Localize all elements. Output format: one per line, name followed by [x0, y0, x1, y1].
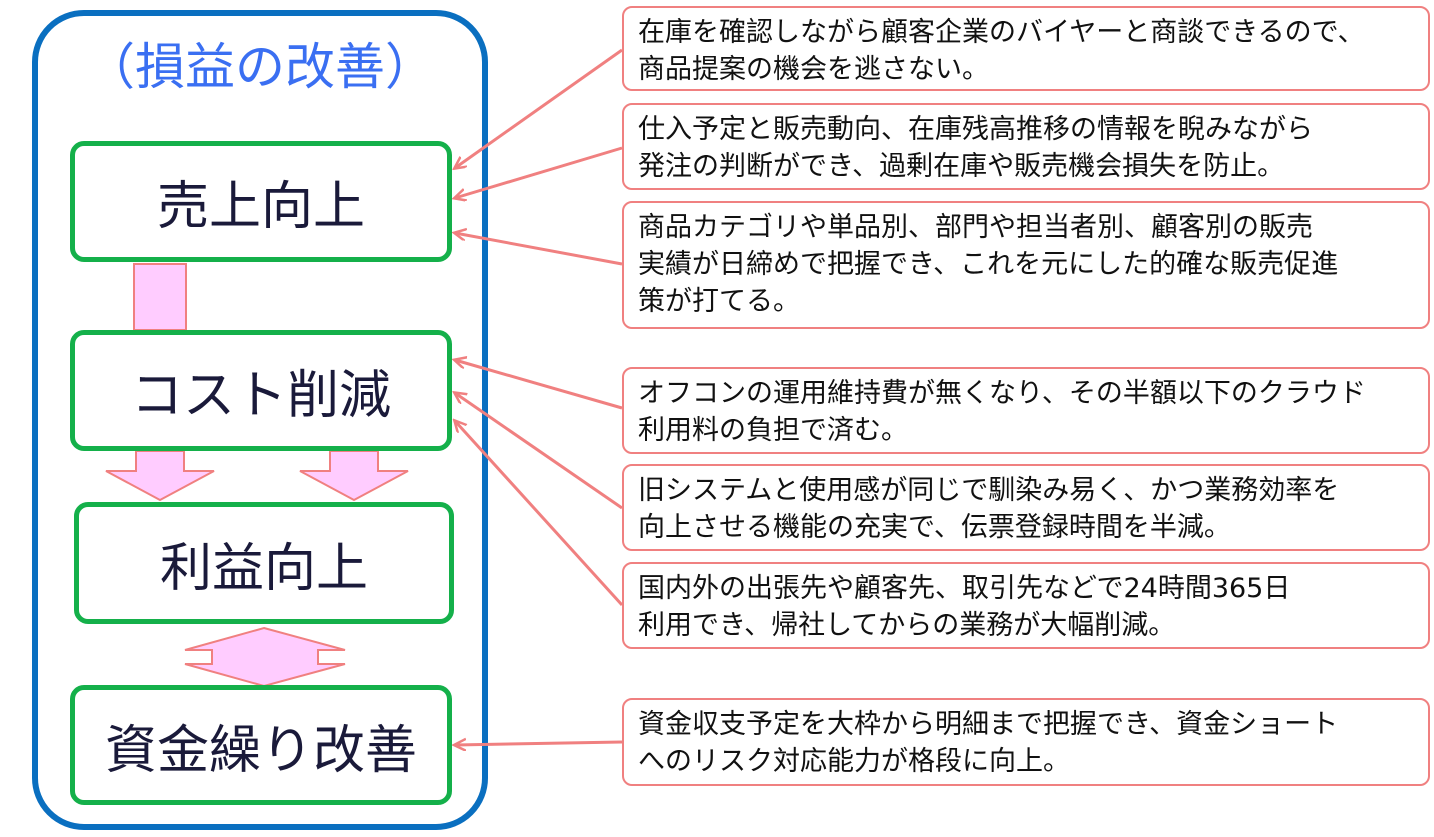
callout-5: 旧システムと使用感が同じで馴染み易く、かつ業務効率を 向上させる機能の充実で、伝…: [622, 464, 1430, 551]
callout-1: 在庫を確認しながら顧客企業のバイヤーと商談できるので、 商品提案の機会を逃さない…: [622, 6, 1430, 91]
cost-to-profit-down-arrow-left: [105, 450, 215, 502]
pointer-arrow-6: [455, 421, 624, 607]
pointer-arrow-3: [455, 233, 623, 266]
profit-improvement-frame: [32, 10, 488, 830]
frame-title: （損益の改善）: [85, 38, 435, 96]
callout-4: オフコンの運用維持費が無くなり、その半額以下のクラウド 利用料の負担で済む。: [622, 367, 1430, 454]
stage-cashflow-improvement: 資金繰り改善: [70, 685, 452, 805]
pointer-arrow-5: [455, 393, 623, 510]
pointer-arrow-7: [455, 742, 623, 745]
cost-to-profit-down-arrow-right: [299, 450, 409, 502]
callout-3: 商品カテゴリや単品別、部門や担当者別、顧客別の販売 実績が日締めで把握でき、これ…: [622, 201, 1430, 329]
callout-7: 資金収支予定を大枠から明細まで把握でき、資金ショート へのリスク対応能力が格段に…: [622, 698, 1430, 786]
stage-cost-reduction: コスト削減: [70, 330, 452, 451]
pointer-arrow-4: [455, 360, 623, 410]
stage-sales-increase: 売上向上: [70, 141, 452, 262]
stage-profit-increase: 利益向上: [74, 502, 454, 624]
callout-2: 仕入予定と販売動向、在庫残高推移の情報を睨みながら 発注の判断ができ、過剰在庫や…: [622, 103, 1430, 190]
pointer-arrow-2: [455, 146, 623, 198]
callout-6: 国内外の出張先や顧客先、取引先などで24時間365日 利用でき、帰社してからの業…: [622, 562, 1430, 649]
pointer-arrow-1: [455, 48, 623, 168]
